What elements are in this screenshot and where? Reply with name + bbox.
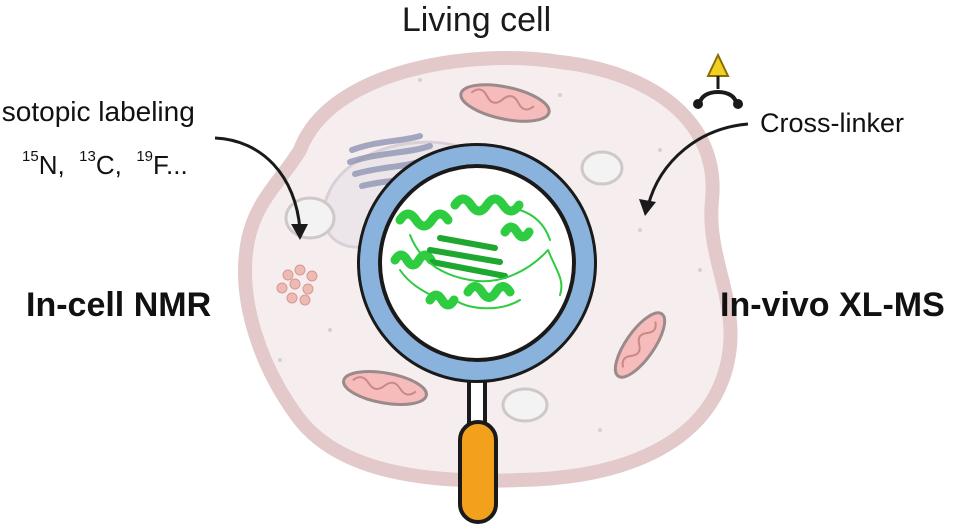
vesicle-left [284,196,336,240]
vesicle-bottom [501,387,549,423]
isotope-f: 19F... [136,148,188,180]
protein-structure [390,194,563,310]
arrow-right [646,122,749,207]
ribosome-cluster [276,264,318,306]
cross-linker-label: Cross-linker [760,108,905,138]
arrow-left [214,136,302,231]
arrow-right-head [639,199,656,216]
in-cell-nmr-label: In-cell NMR [26,286,212,324]
mitochondria-top [459,83,551,123]
vesicle-right [580,150,624,186]
isotope-list: 15N, 13C, 19F... [22,148,188,181]
isotopic-labeling-label: Isotopic labeling [0,96,195,127]
mitochondria-right [613,311,667,379]
in-vivo-xlms-label: In-vivo XL-MS [720,286,945,324]
mitochondria-bottom-left [342,370,428,406]
cross-linker-icon [693,52,743,109]
diagram-title: Living cell [401,1,552,39]
isotope-n: 15N, [22,148,72,180]
cytoplasm-dots [278,78,702,432]
isotope-c: 13C, [79,148,130,180]
arrow-left-head [291,224,308,240]
